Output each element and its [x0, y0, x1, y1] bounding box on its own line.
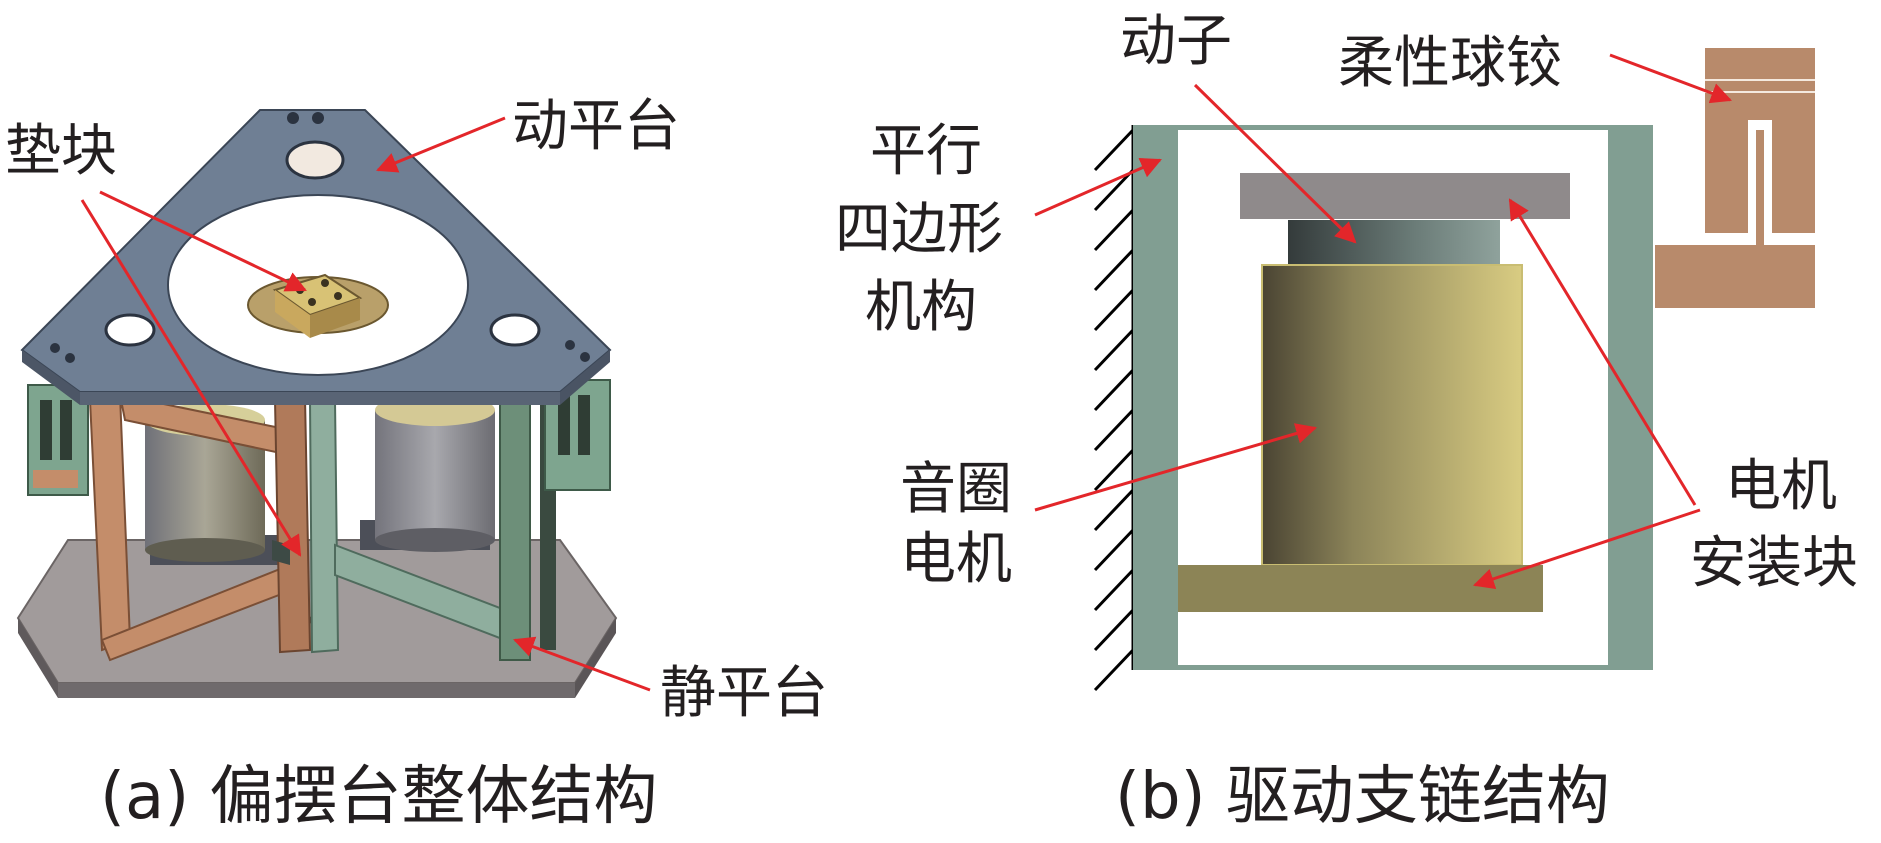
motor-mount-lower-bar — [1178, 565, 1543, 612]
label-parallelogram-3: 机构 — [865, 275, 977, 340]
label-spacer: 垫块 — [5, 119, 117, 184]
label-mover: 动子 — [1120, 9, 1232, 74]
arrow-voice-coil — [1034, 423, 1318, 512]
side-flexure-block-left — [27, 384, 89, 496]
fixed-wall-hatching — [1093, 125, 1135, 692]
label-parallelogram-2: 四边形 — [835, 197, 1003, 262]
motor-mount-upper-bar — [1240, 173, 1570, 219]
label-voice-coil-2: 电机 — [900, 527, 1012, 592]
caption-b: (b) 驱动支链结构 — [1115, 760, 1610, 834]
voice-coil-motor-shape — [1261, 264, 1523, 566]
label-parallelogram-1: 平行 — [870, 119, 982, 184]
voice-coil-motor-right — [375, 394, 495, 552]
panel-a-arrows — [80, 116, 651, 692]
mover-shape — [1288, 220, 1500, 265]
label-voice-coil-1: 音圈 — [900, 457, 1012, 522]
label-flexure-hinge: 柔性球铰 — [1338, 31, 1562, 96]
arrow-moving-platform — [376, 116, 506, 173]
arrow-static-platform — [513, 636, 651, 692]
arrow-spacer-bottom — [80, 199, 302, 557]
label-moving-platform: 动平台 — [512, 94, 680, 159]
caption-a: (a) 偏摆台整体结构 — [100, 760, 658, 834]
arrow-mover — [1193, 83, 1357, 244]
arrow-motor-mount-lower — [1473, 508, 1701, 589]
label-motor-mount-2: 安装块 — [1690, 531, 1858, 596]
arrow-flexure-hinge — [1609, 53, 1732, 104]
arrow-spacer-top — [99, 190, 307, 292]
arrow-parallelogram — [1034, 158, 1162, 217]
panel-b-illustration — [1093, 48, 1815, 692]
label-motor-mount-1: 电机 — [1725, 454, 1837, 519]
arrow-motor-mount-upper — [1508, 198, 1697, 506]
panel-b-arrows — [1034, 53, 1732, 589]
label-static-platform: 静平台 — [660, 661, 828, 726]
panel-a-illustration — [16, 109, 618, 698]
flexure-hinge-shape — [1655, 48, 1815, 308]
